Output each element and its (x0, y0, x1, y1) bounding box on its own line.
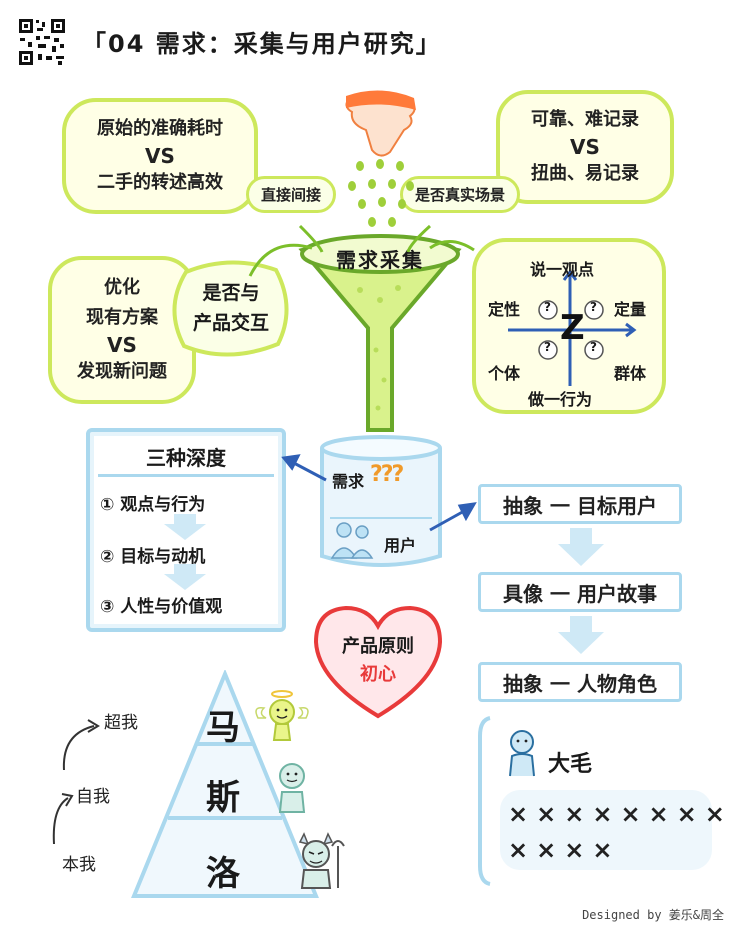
vs-label: VS (107, 333, 137, 357)
quadrant-q2: ? (590, 300, 597, 314)
product-principle-heart (313, 605, 443, 719)
chain-arrow (558, 528, 604, 566)
quadrant-top-label: 说一观点 (530, 260, 595, 279)
superego-label: 超我 (104, 713, 138, 733)
heart-line1: 产品原则 (342, 636, 414, 657)
human-icon (278, 763, 306, 813)
persona-detail-row: ×××× (508, 836, 621, 864)
cloud-line: 扭曲、易记录 (531, 163, 639, 184)
depth-item: ① 观点与行为 (100, 495, 206, 515)
cloud-line: 二手的转述高效 (97, 172, 223, 193)
persona-bracket (478, 716, 491, 886)
quadrant-qualitative-label: 定性 (488, 300, 521, 319)
accuracy-vs-efficiency-cloud: 原始的准确耗时 VS 二手的转述高效 (62, 98, 258, 214)
quadrant-bottom-label: 做一行为 (528, 390, 593, 409)
heart-line2: 初心 (360, 664, 396, 685)
depth-divider (98, 474, 274, 477)
persona-detail-row: ×××××××× (508, 800, 733, 828)
page-title: 「04 需求：采集与用户研究」 (82, 30, 442, 58)
need-label: 需求 (332, 472, 365, 491)
depth-item: ② 目标与动机 (100, 547, 206, 567)
three-depths-box: 三种深度 ① 观点与行为 ② 目标与动机 ③ 人性与价值观 (86, 428, 286, 632)
three-depths-title: 三种深度 (146, 446, 226, 470)
user-label: 用户 (384, 536, 417, 555)
arrows-to-funnel (248, 224, 475, 277)
needs-cylinder (320, 435, 442, 567)
cylinder-arrows (281, 454, 477, 532)
interaction-bubble-shape (172, 260, 289, 357)
direct-indirect-bubble: 直接间接 (246, 176, 337, 213)
cloud-line: 现有方案 (86, 307, 158, 328)
vs-label: VS (570, 135, 600, 159)
interaction-bubble-label: 是否与 产品交互 (178, 278, 284, 338)
angel-icon (255, 690, 309, 741)
real-scene-bubble: 是否真实场景 (400, 176, 521, 213)
quadrant-center-z: Z (560, 308, 585, 348)
self-arrows (52, 719, 100, 845)
chain-arrow (558, 616, 604, 654)
bubble-line: 产品交互 (192, 312, 269, 334)
ego-label: 自我 (76, 787, 110, 807)
depth-item: ③ 人性与价值观 (100, 597, 223, 617)
step-concrete-user-story: 具像 一 用户故事 (478, 572, 682, 612)
cloud-line: 发现新问题 (77, 361, 167, 382)
persona-name: 大毛 (548, 752, 593, 777)
devil-icon (298, 832, 345, 889)
users-icon (330, 522, 374, 559)
designer-credit: Designed by 姜乐&周全 (582, 908, 724, 922)
quadrant-group-label: 群体 (614, 364, 647, 383)
step-abstract-target-user: 抽象 一 目标用户 (478, 484, 682, 524)
depth-down-arrows (164, 514, 206, 590)
vs-label: VS (145, 144, 175, 168)
pyramid-top-label: 马 (206, 708, 240, 748)
cloud-line: 可靠、难记录 (531, 109, 639, 130)
pyramid-bottom-label: 洛 (206, 854, 240, 894)
reliability-vs-distortion-cloud: 可靠、难记录 VS 扭曲、易记录 (496, 90, 674, 204)
qr-code (18, 18, 66, 66)
step-abstract-persona: 抽象 一 人物角色 (478, 662, 682, 702)
id-label: 本我 (62, 855, 96, 875)
question-marks-icon: ??? (370, 462, 404, 487)
maslow-pyramid (131, 670, 319, 898)
quadrant-individual-label: 个体 (488, 364, 521, 383)
quadrant-quantitative-label: 定量 (614, 300, 647, 319)
quadrant-q4: ? (590, 340, 597, 354)
persona-highlight (500, 790, 712, 870)
cloud-line: 优化 (104, 277, 140, 298)
quadrant-q1: ? (544, 300, 551, 314)
funnel-label: 需求采集 (336, 248, 424, 272)
quadrant-axes (508, 270, 637, 386)
bubble-line: 是否与 (202, 282, 260, 304)
persona-avatar-icon (509, 730, 535, 777)
cloud-line: 原始的准确耗时 (97, 118, 223, 139)
quadrant-q3: ? (544, 340, 551, 354)
collection-funnel (298, 90, 462, 432)
pyramid-mid-label: 斯 (206, 778, 240, 818)
pointing-hand-icon (345, 90, 416, 157)
